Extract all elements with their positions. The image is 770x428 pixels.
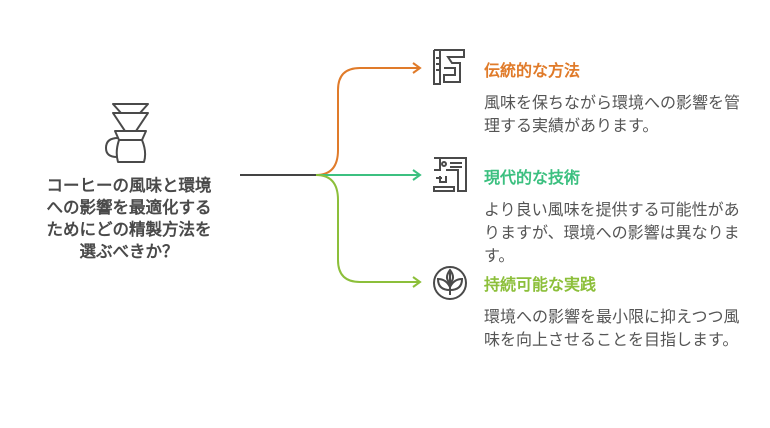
branch-title-sustainable: 持続可能な実践 — [484, 275, 597, 294]
arrow-sustainable — [412, 276, 422, 288]
branch-title-modern: 現代的な技術 — [484, 168, 581, 187]
question-line: 選ぶべきか？ — [79, 242, 179, 261]
branch-description-traditional: 風味を保ちながら環境への影響を管理する実績があります。 — [484, 93, 741, 135]
question-line: への影響を最適化する — [46, 198, 212, 217]
branch-line-sustainable — [315, 174, 420, 283]
question-line: コーヒーの風味と環境 — [46, 176, 212, 195]
branch-description-modern: より良い風味を提供する可能性がありますが、環境への影響は異なります。 — [484, 200, 740, 265]
branch-description-sustainable: 環境への影響を最小限に抑えつつ風味を向上させることを目指します。 — [484, 307, 740, 349]
central-question: コーヒーの風味と環境 への影響を最適化する ためにどの精製方法を 選ぶべきか？ — [20, 175, 238, 263]
leaf-plant-icon — [433, 266, 467, 300]
arrow-traditional — [412, 62, 422, 74]
drip-coffee-maker-icon — [433, 49, 465, 85]
branch-line-traditional — [315, 67, 420, 176]
pour-over-coffee-icon — [105, 103, 149, 163]
espresso-machine-icon — [433, 157, 467, 192]
arrow-modern — [412, 169, 422, 181]
branch-title-traditional: 伝統的な方法 — [484, 61, 581, 80]
question-line: ためにどの精製方法を — [46, 220, 212, 239]
